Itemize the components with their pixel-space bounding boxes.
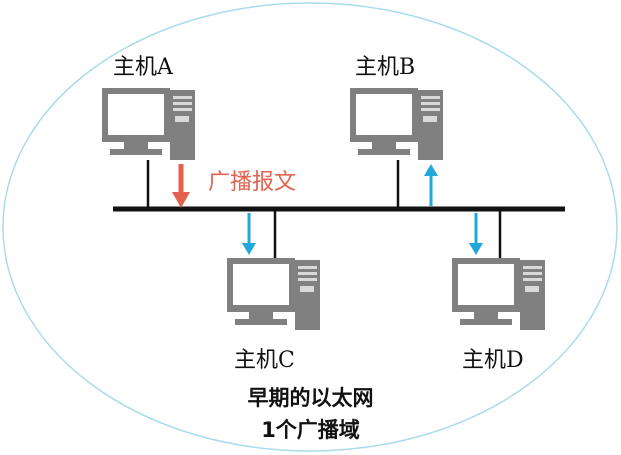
host-c-label: 主机C bbox=[234, 348, 295, 373]
host-d-label: 主机D bbox=[462, 348, 524, 373]
host-a-computer-icon bbox=[102, 88, 195, 160]
caption-line-1: 早期的以太网 bbox=[247, 386, 374, 410]
receive-arrow-b-icon bbox=[424, 164, 438, 206]
receive-arrow-d-icon bbox=[469, 213, 483, 255]
host-b-computer-icon bbox=[350, 88, 443, 160]
send-arrow-icon bbox=[172, 164, 190, 208]
caption-line-2: 1个广播域 bbox=[261, 418, 360, 442]
host-c-computer-icon bbox=[227, 258, 320, 330]
host-d-computer-icon bbox=[452, 258, 545, 330]
receive-arrow-c-icon bbox=[242, 213, 256, 255]
host-a-label: 主机A bbox=[113, 55, 173, 80]
broadcast-message-label: 广播报文 bbox=[208, 170, 297, 195]
host-b-label: 主机B bbox=[355, 55, 416, 80]
